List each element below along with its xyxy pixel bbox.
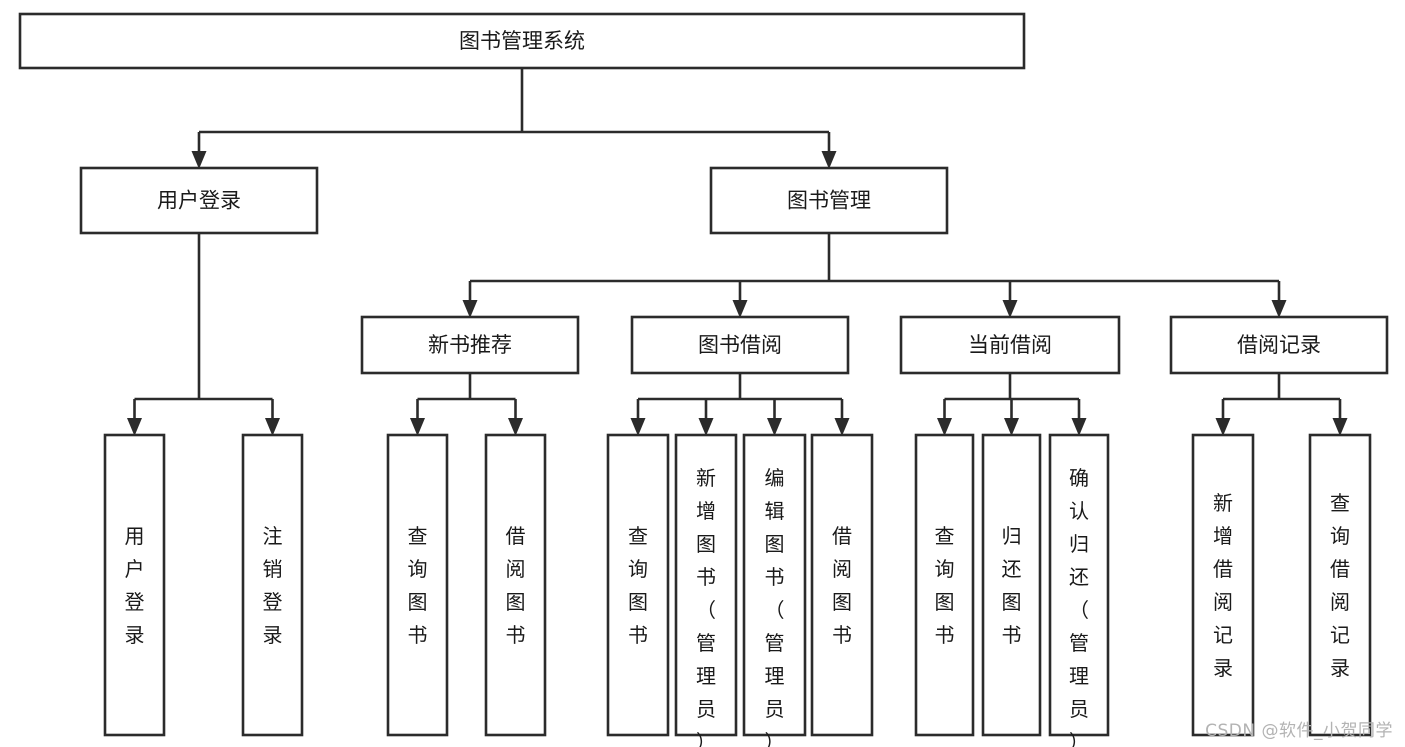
edges-layer — [127, 68, 1348, 436]
node-label-leaf-borrow-book-rec: 借阅图书 — [506, 524, 526, 647]
node-leaf-query-book-bb[interactable]: 查询图书 — [606, 433, 670, 737]
node-leaf-return-book[interactable]: 归还图书 — [981, 433, 1042, 737]
node-leaf-user-login[interactable]: 用户登录 — [103, 433, 166, 737]
node-box-leaf-return-book — [981, 433, 1042, 737]
node-label-book-borrow: 图书借阅 — [698, 333, 782, 357]
node-box-root — [18, 12, 1026, 70]
node-box-leaf-query-book-bb — [606, 433, 670, 737]
node-leaf-borrow-book-rec[interactable]: 借阅图书 — [484, 433, 547, 737]
arrow-head — [462, 300, 478, 318]
node-label-leaf-add-record: 新增借阅记录 — [1213, 491, 1233, 680]
arrow-head — [1071, 418, 1087, 436]
arrow-head — [698, 418, 714, 436]
arrow-head — [1002, 300, 1018, 318]
node-box-leaf-logout — [241, 433, 304, 737]
arrow-head — [1215, 418, 1231, 436]
node-root[interactable]: 图书管理系统 — [18, 12, 1026, 70]
node-box-new-book-rec — [360, 315, 580, 375]
edge-group-user-login — [127, 233, 280, 436]
node-box-leaf-edit-book — [742, 433, 807, 737]
node-box-leaf-user-login — [103, 433, 166, 737]
node-label-leaf-confirm-return: 确认归还（管理员） — [1069, 466, 1089, 747]
node-label-leaf-return-book: 归还图书 — [1002, 524, 1022, 647]
node-box-leaf-query-record — [1308, 433, 1372, 737]
node-label-leaf-borrow-book-bb: 借阅图书 — [832, 524, 852, 647]
node-box-leaf-confirm-return — [1048, 433, 1110, 737]
arrow-head — [508, 418, 523, 436]
arrow-head — [821, 151, 837, 169]
arrow-head — [732, 300, 748, 318]
node-book-manage[interactable]: 图书管理 — [709, 166, 949, 235]
node-leaf-confirm-return[interactable]: 确认归还（管理员） — [1048, 433, 1110, 747]
arrow-head — [767, 418, 782, 436]
node-label-current-borrow: 当前借阅 — [968, 333, 1052, 357]
node-box-leaf-borrow-book-rec — [484, 433, 547, 737]
node-leaf-query-record[interactable]: 查询借阅记录 — [1308, 433, 1372, 737]
arrow-head — [265, 418, 280, 436]
node-box-book-borrow — [630, 315, 850, 375]
node-box-current-borrow — [899, 315, 1121, 375]
nodes-layer: 图书管理系统用户登录图书管理新书推荐图书借阅当前借阅借阅记录用户登录注销登录查询… — [18, 12, 1389, 747]
node-box-leaf-query-book-cb — [914, 433, 975, 737]
node-label-book-manage: 图书管理 — [787, 189, 871, 213]
node-box-leaf-add-record — [1191, 433, 1255, 737]
node-label-leaf-query-book-cb: 查询图书 — [935, 524, 955, 647]
node-label-leaf-query-book-bb: 查询图书 — [628, 524, 648, 647]
node-box-leaf-query-book-rec — [386, 433, 449, 737]
node-box-borrow-record — [1169, 315, 1389, 375]
node-borrow-record[interactable]: 借阅记录 — [1169, 315, 1389, 375]
edge-group-current-borrow — [937, 373, 1087, 436]
node-box-user-login — [79, 166, 319, 235]
node-leaf-query-book-cb[interactable]: 查询图书 — [914, 433, 975, 737]
node-label-leaf-query-record: 查询借阅记录 — [1330, 491, 1350, 680]
node-new-book-rec[interactable]: 新书推荐 — [360, 315, 580, 375]
node-current-borrow[interactable]: 当前借阅 — [899, 315, 1121, 375]
node-leaf-borrow-book-bb[interactable]: 借阅图书 — [810, 433, 874, 737]
arrow-head — [1271, 300, 1287, 318]
node-box-book-manage — [709, 166, 949, 235]
node-box-leaf-add-book — [674, 433, 738, 737]
edge-group-root — [191, 68, 837, 169]
arrow-head — [937, 418, 952, 436]
edge-group-book-borrow — [630, 373, 850, 436]
node-label-borrow-record: 借阅记录 — [1237, 333, 1321, 357]
node-leaf-add-record[interactable]: 新增借阅记录 — [1191, 433, 1255, 737]
node-label-root: 图书管理系统 — [459, 29, 585, 53]
edge-group-new-book-rec — [410, 373, 523, 436]
node-leaf-add-book[interactable]: 新增图书（管理员） — [674, 433, 738, 747]
arrow-head — [191, 151, 207, 169]
arrow-head — [1004, 418, 1019, 436]
arrow-head — [630, 418, 646, 436]
node-label-new-book-rec: 新书推荐 — [428, 333, 512, 357]
arrow-head — [1332, 418, 1348, 436]
edge-group-book-manage — [462, 233, 1287, 318]
arrow-head — [834, 418, 850, 436]
arrow-head — [410, 418, 425, 436]
node-box-leaf-borrow-book-bb — [810, 433, 874, 737]
node-label-leaf-logout: 注销登录 — [263, 524, 283, 647]
node-label-leaf-user-login: 用户登录 — [125, 524, 145, 647]
node-leaf-logout[interactable]: 注销登录 — [241, 433, 304, 737]
node-user-login[interactable]: 用户登录 — [79, 166, 319, 235]
node-label-leaf-edit-book: 编辑图书（管理员） — [765, 466, 785, 747]
node-label-user-login: 用户登录 — [157, 189, 241, 213]
node-book-borrow[interactable]: 图书借阅 — [630, 315, 850, 375]
node-leaf-query-book-rec[interactable]: 查询图书 — [386, 433, 449, 737]
watermark-text: CSDN @软件_小贺同学 — [1205, 721, 1393, 741]
edge-group-borrow-record — [1215, 373, 1348, 436]
node-label-leaf-add-book: 新增图书（管理员） — [696, 466, 716, 747]
node-leaf-edit-book[interactable]: 编辑图书（管理员） — [742, 433, 807, 747]
node-label-leaf-query-book-rec: 查询图书 — [408, 524, 428, 647]
arrow-head — [127, 418, 142, 436]
